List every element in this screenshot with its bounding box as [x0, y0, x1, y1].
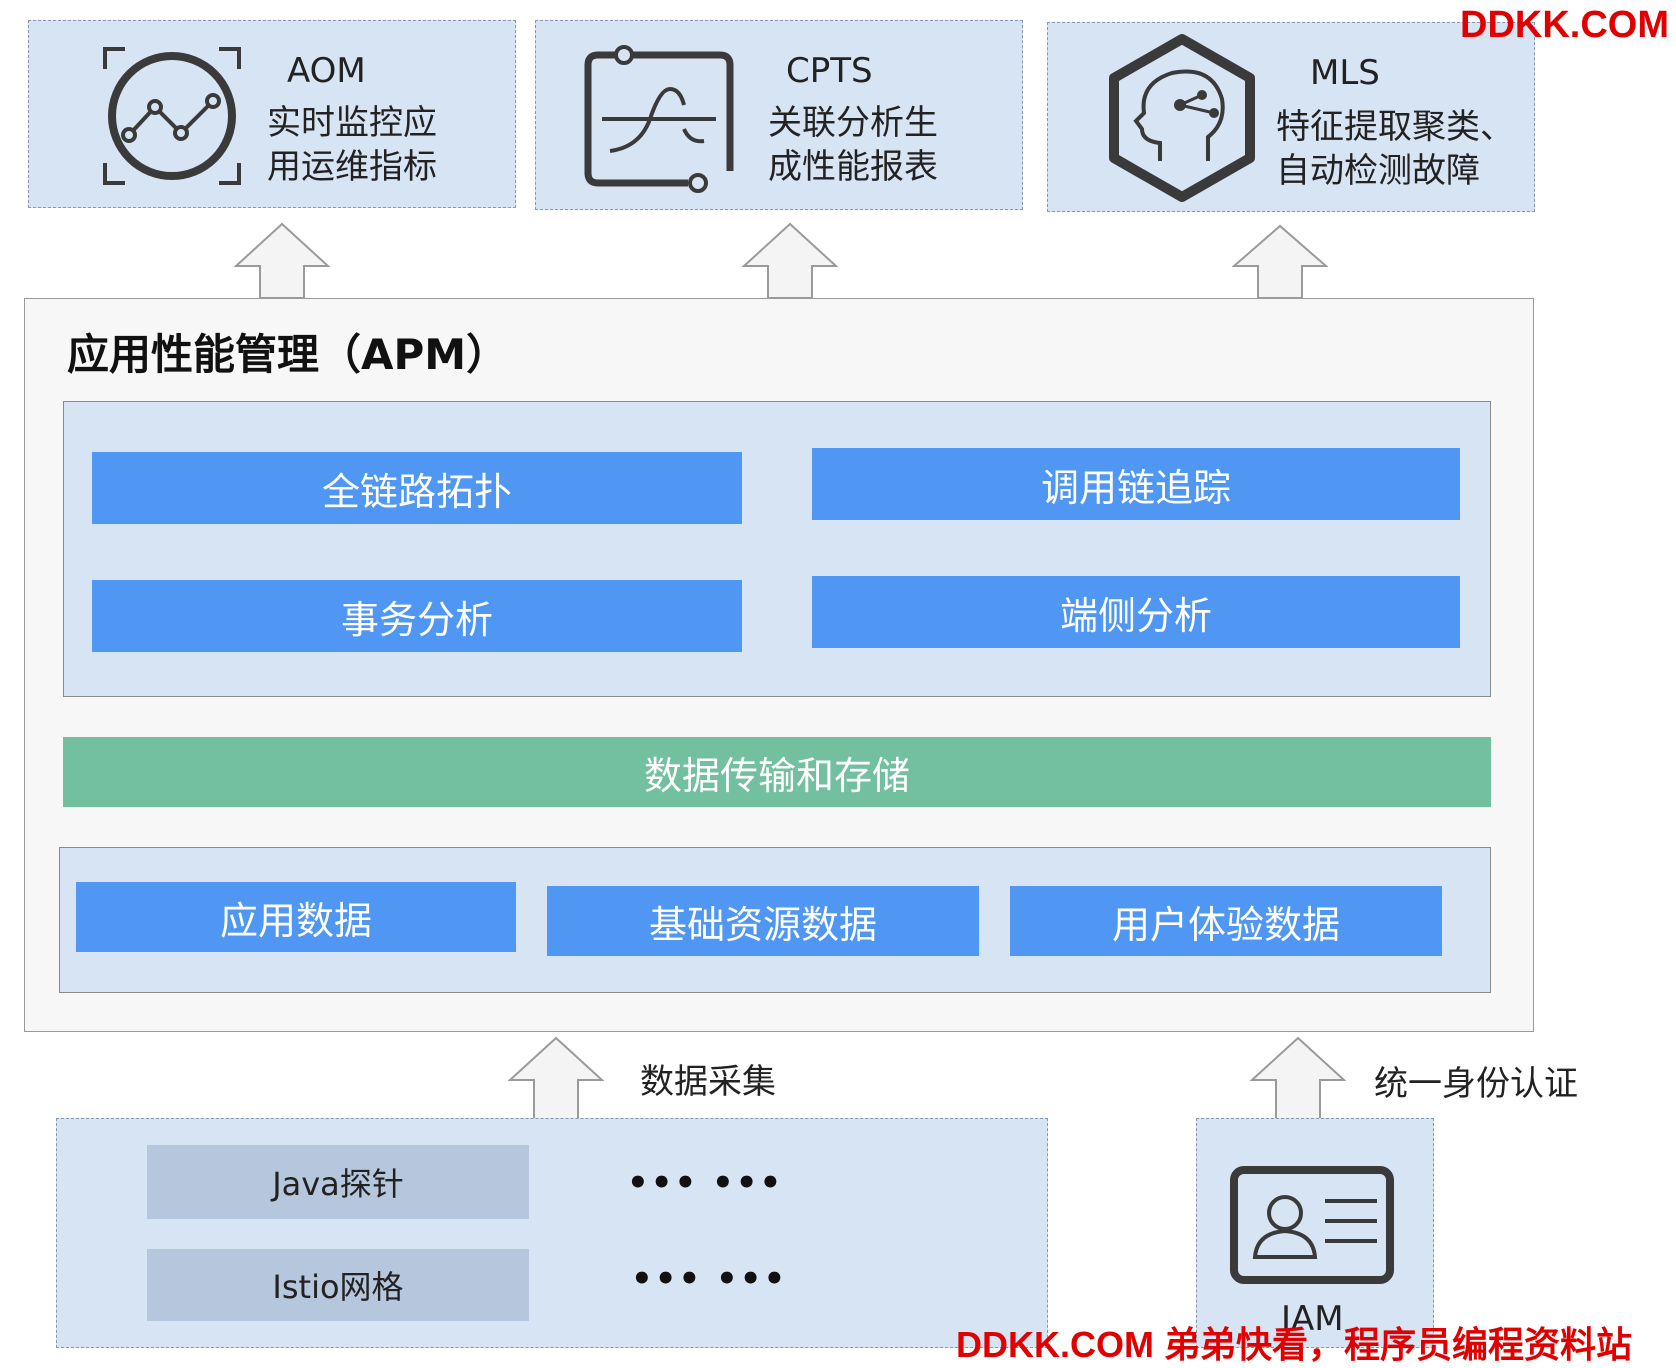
- app-data-block: 应用数据: [76, 882, 516, 952]
- service-name-cpts: CPTS: [786, 51, 873, 91]
- collection-box: Java探针 ••• ••• Istio网格 ••• •••: [56, 1118, 1048, 1348]
- service-desc-mls-2: 自动检测故障: [1276, 151, 1480, 191]
- iam-box: IAM: [1196, 1118, 1434, 1348]
- transaction-block: 事务分析: [92, 580, 742, 652]
- arrow-up-mls: [1232, 224, 1328, 298]
- id-card-icon: [1230, 1166, 1394, 1284]
- service-name-mls: MLS: [1310, 53, 1380, 93]
- apm-container: 应用性能管理（APM） 全链路拓扑 调用链追踪 事务分析 端侧分析 数据传输和存…: [24, 298, 1534, 1032]
- transport-bar: 数据传输和存储: [63, 737, 1491, 807]
- data-source-panel: 应用数据 基础资源数据 用户体验数据: [59, 847, 1491, 993]
- iam-label: IAM: [1281, 1299, 1344, 1339]
- monitor-chart-icon: [103, 47, 241, 185]
- watermark-top: DDKK.COM: [1460, 4, 1669, 46]
- watermark-bottom: DDKK.COM 弟弟快看，程序员编程资料站: [956, 1324, 1632, 1365]
- infra-data-block: 基础资源数据: [547, 886, 979, 956]
- auth-label: 统一身份认证: [1374, 1064, 1578, 1104]
- service-desc-cpts-1: 关联分析生: [768, 103, 938, 143]
- client-side-block: 端侧分析: [812, 576, 1460, 648]
- collection-label: 数据采集: [640, 1062, 776, 1102]
- service-box-aom: AOM 实时监控应 用运维指标: [28, 20, 516, 208]
- service-desc-mls-1: 特征提取聚类、: [1276, 107, 1514, 147]
- java-probe-item: Java探针: [147, 1145, 529, 1219]
- arrow-up-collection: [508, 1036, 604, 1120]
- user-exp-data-block: 用户体验数据: [1010, 886, 1442, 956]
- arrow-up-cpts: [742, 222, 838, 298]
- more-items-dots-2: ••• •••: [631, 1259, 788, 1299]
- topology-block: 全链路拓扑: [92, 452, 742, 524]
- performance-curve-icon: [584, 45, 734, 193]
- arrow-up-aom: [234, 222, 330, 298]
- ai-head-icon: [1109, 34, 1255, 202]
- arrow-up-iam: [1250, 1036, 1346, 1120]
- trace-block: 调用链追踪: [812, 448, 1460, 520]
- analysis-panel: 全链路拓扑 调用链追踪 事务分析 端侧分析: [63, 401, 1491, 697]
- service-box-cpts: CPTS 关联分析生 成性能报表: [535, 20, 1023, 210]
- service-desc-aom-1: 实时监控应: [267, 103, 437, 143]
- more-items-dots-1: ••• •••: [627, 1163, 784, 1203]
- service-name-aom: AOM: [287, 51, 366, 91]
- service-desc-aom-2: 用运维指标: [267, 147, 437, 187]
- apm-title: 应用性能管理（APM）: [67, 330, 509, 379]
- service-desc-cpts-2: 成性能报表: [768, 147, 938, 187]
- istio-mesh-item: Istio网格: [147, 1249, 529, 1321]
- service-box-mls: MLS 特征提取聚类、 自动检测故障: [1047, 22, 1535, 212]
